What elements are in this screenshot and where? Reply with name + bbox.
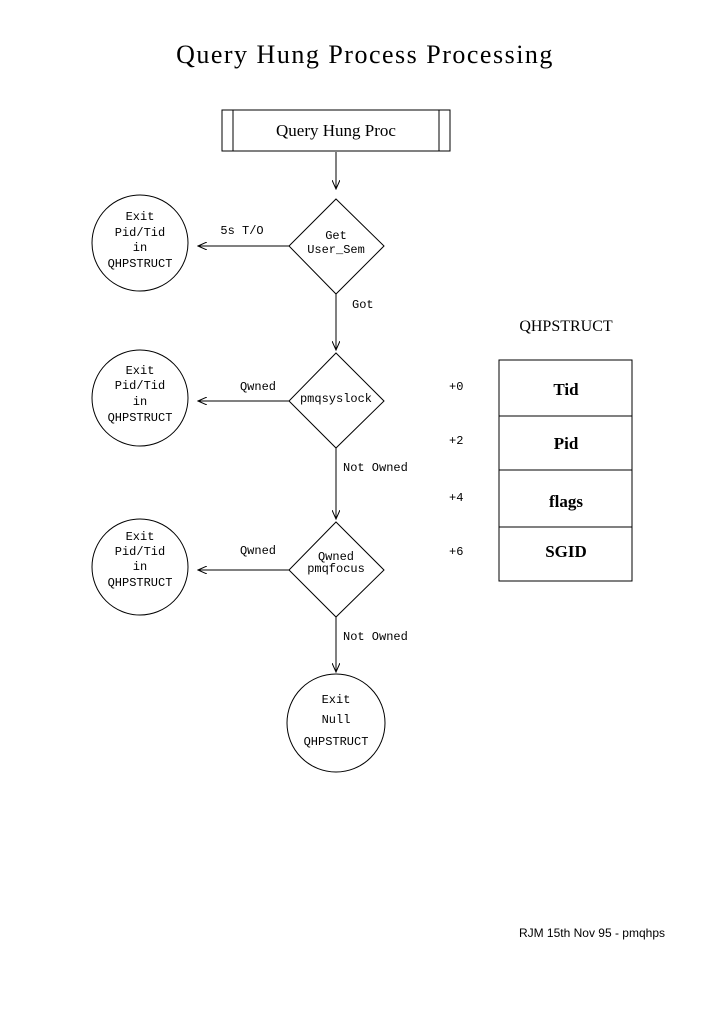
decision-1-line-1: Get (325, 229, 347, 243)
exit-1-line-3: in (133, 241, 147, 255)
edge-label-timeout: 5s T/O (220, 224, 263, 238)
struct-offset-6: +6 (449, 545, 463, 559)
exit-node-3: Exit Pid/Tid in QHPSTRUCT (91, 518, 189, 616)
struct-field-flags: flags (549, 492, 583, 511)
exit-node-1: Exit Pid/Tid in QHPSTRUCT (91, 194, 189, 292)
edge-label-owned-2: Qwned (240, 544, 276, 558)
struct-layout: QHPSTRUCT Tid Pid flags SGID +0 +2 +4 +6 (449, 318, 633, 582)
decision-3-line-2: pmqfocus (307, 562, 365, 576)
start-box: Query Hung Proc (221, 109, 451, 152)
exit-node-2: Exit Pid/Tid in QHPSTRUCT (91, 349, 189, 447)
edge-label-got: Got (352, 298, 374, 312)
struct-offset-0: +0 (449, 380, 463, 394)
decision-3-line-1: Qwned (318, 550, 354, 564)
struct-field-tid: Tid (553, 380, 579, 399)
edge-label-owned-1: Qwned (240, 380, 276, 394)
exit-1-line-4: QHPSTRUCT (108, 257, 173, 271)
exit-2-line-3: in (133, 395, 147, 409)
exit-null-line-1: Exit (322, 693, 351, 707)
edge-label-not-owned-2: Not Owned (343, 630, 408, 644)
struct-offset-2: +2 (449, 434, 463, 448)
decision-get-user-sem: Get User_Sem (288, 198, 385, 295)
struct-field-sgid: SGID (545, 542, 587, 561)
start-box-label: Query Hung Proc (276, 121, 396, 140)
footer-credit: RJM 15th Nov 95 - pmqhps (519, 926, 665, 940)
exit-3-line-2: Pid/Tid (115, 545, 165, 559)
exit-1-line-2: Pid/Tid (115, 226, 165, 240)
struct-field-pid: Pid (554, 434, 579, 453)
edge-label-not-owned-1: Not Owned (343, 461, 408, 475)
struct-offset-4: +4 (449, 491, 463, 505)
exit-3-line-3: in (133, 560, 147, 574)
diagram-title: Query Hung Process Processing (176, 40, 554, 69)
exit-1-line-1: Exit (126, 210, 155, 224)
decision-pmqsyslock: pmqsyslock (288, 352, 385, 449)
exit-null-line-2: Null (322, 713, 351, 727)
decision-2-line-1: pmqsyslock (300, 392, 372, 406)
exit-null-line-3: QHPSTRUCT (304, 735, 369, 749)
decision-1-line-2: User_Sem (307, 243, 365, 257)
struct-title: QHPSTRUCT (519, 318, 613, 335)
exit-2-line-2: Pid/Tid (115, 379, 165, 393)
exit-2-line-4: QHPSTRUCT (108, 411, 173, 425)
exit-node-null: Exit Null QHPSTRUCT (286, 673, 386, 773)
exit-3-line-4: QHPSTRUCT (108, 576, 173, 590)
exit-2-line-1: Exit (126, 364, 155, 378)
decision-pmqfocus: Qwned pmqfocus (288, 521, 385, 618)
exit-3-line-1: Exit (126, 530, 155, 544)
